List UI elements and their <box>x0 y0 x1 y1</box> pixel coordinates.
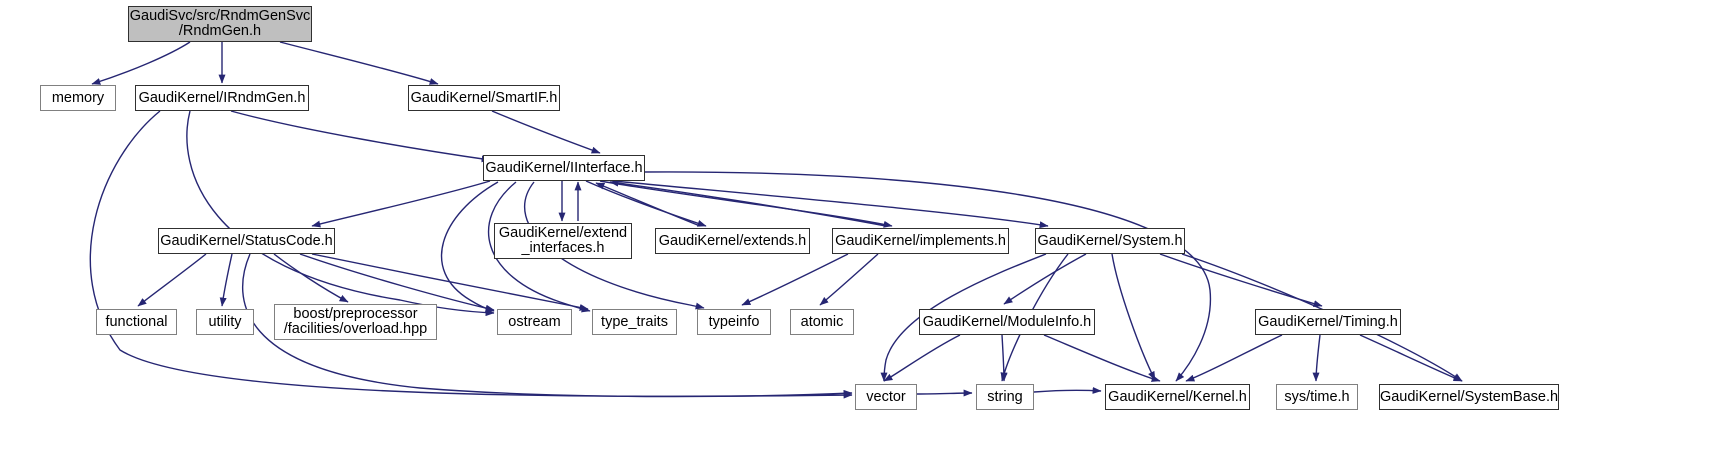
graph-node-iinterface[interactable]: GaudiKernel/IInterface.h <box>483 155 645 181</box>
graph-node-typeinfo[interactable]: typeinfo <box>697 309 771 335</box>
graph-edge-extends-to-iinterface <box>595 182 701 227</box>
graph-edge-iinterface-to-kernel <box>639 171 1212 382</box>
graph-edge-iinterface-to-implements <box>599 180 893 228</box>
graph-edge-timing-to-systembase <box>1359 334 1463 382</box>
graph-node-smartif[interactable]: GaudiKernel/SmartIF.h <box>408 85 560 111</box>
graph-node-vector[interactable]: vector <box>855 384 917 410</box>
graph-node-moduleinfo[interactable]: GaudiKernel/ModuleInfo.h <box>919 309 1095 335</box>
graph-node-utility[interactable]: utility <box>196 309 254 335</box>
graph-edge-system-to-timing <box>1159 253 1323 307</box>
graph-node-system[interactable]: GaudiKernel/System.h <box>1035 228 1185 254</box>
graph-node-boostpp[interactable]: boost/preprocessor /facilities/overload.… <box>274 304 437 340</box>
graph-edge-irndmgen-to-ostream <box>186 110 495 317</box>
graph-node-systembase[interactable]: GaudiKernel/SystemBase.h <box>1379 384 1559 410</box>
graph-edge-system-to-kernel <box>1111 253 1156 381</box>
graph-edge-vector-to-string <box>916 389 973 397</box>
graph-node-typetraits[interactable]: type_traits <box>592 309 677 335</box>
graph-edge-implements-to-atomic <box>819 253 879 306</box>
graph-edge-iinterface-to-extends <box>585 180 707 227</box>
graph-edge-statuscode-to-boostpp <box>273 253 349 303</box>
graph-edge-statuscode-to-utility <box>219 253 233 307</box>
graph-edge-iinterface-to-system <box>613 180 1049 229</box>
graph-edge-implements-to-typeinfo <box>741 253 849 306</box>
graph-node-statuscode[interactable]: GaudiKernel/StatusCode.h <box>158 228 335 254</box>
graph-node-ostream[interactable]: ostream <box>497 309 572 335</box>
graph-node-extends[interactable]: GaudiKernel/extends.h <box>655 228 810 254</box>
graph-edge-statuscode-to-typetraits <box>311 253 589 311</box>
graph-edge-root-to-smartif <box>279 41 439 85</box>
graph-node-implements[interactable]: GaudiKernel/implements.h <box>832 228 1009 254</box>
graph-edge-smartif-to-iinterface <box>491 110 601 154</box>
graph-node-functional[interactable]: functional <box>96 309 177 335</box>
graph-edge-moduleinfo-to-kernel <box>1043 334 1161 382</box>
graph-node-systime[interactable]: sys/time.h <box>1276 384 1358 410</box>
graph-node-timing[interactable]: GaudiKernel/Timing.h <box>1255 309 1401 335</box>
graph-node-root[interactable]: GaudiSvc/src/RndmGenSvc /RndmGen.h <box>128 6 312 42</box>
graph-edge-implements-to-iinterface <box>609 179 887 227</box>
graph-edge-iinterface-to-ostream <box>441 181 499 313</box>
graph-edge-statuscode-to-ostream <box>299 253 495 312</box>
graph-node-irndmgen[interactable]: GaudiKernel/IRndmGen.h <box>135 85 309 111</box>
graph-edge-irndmgen-to-iinterface <box>230 110 491 163</box>
graph-node-atomic[interactable]: atomic <box>790 309 854 335</box>
graph-edge-timing-to-kernel <box>1185 334 1283 382</box>
graph-edge-system-to-moduleinfo <box>1003 253 1087 305</box>
graph-edge-moduleinfo-to-string <box>1000 334 1008 382</box>
graph-edge-root-to-memory <box>91 41 191 85</box>
graph-node-memory[interactable]: memory <box>40 85 116 111</box>
graph-edge-statuscode-to-functional <box>137 253 207 307</box>
graph-node-kernel[interactable]: GaudiKernel/Kernel.h <box>1105 384 1250 410</box>
graph-node-string[interactable]: string <box>976 384 1034 410</box>
graph-node-extendint[interactable]: GaudiKernel/extend _interfaces.h <box>494 223 632 259</box>
graph-edge-iinterface-to-statuscode <box>311 180 491 228</box>
graph-edge-timing-to-systime <box>1312 334 1321 382</box>
graph-edge-moduleinfo-to-vector <box>883 334 961 382</box>
graph-edge-string-to-kernel <box>1033 386 1102 394</box>
